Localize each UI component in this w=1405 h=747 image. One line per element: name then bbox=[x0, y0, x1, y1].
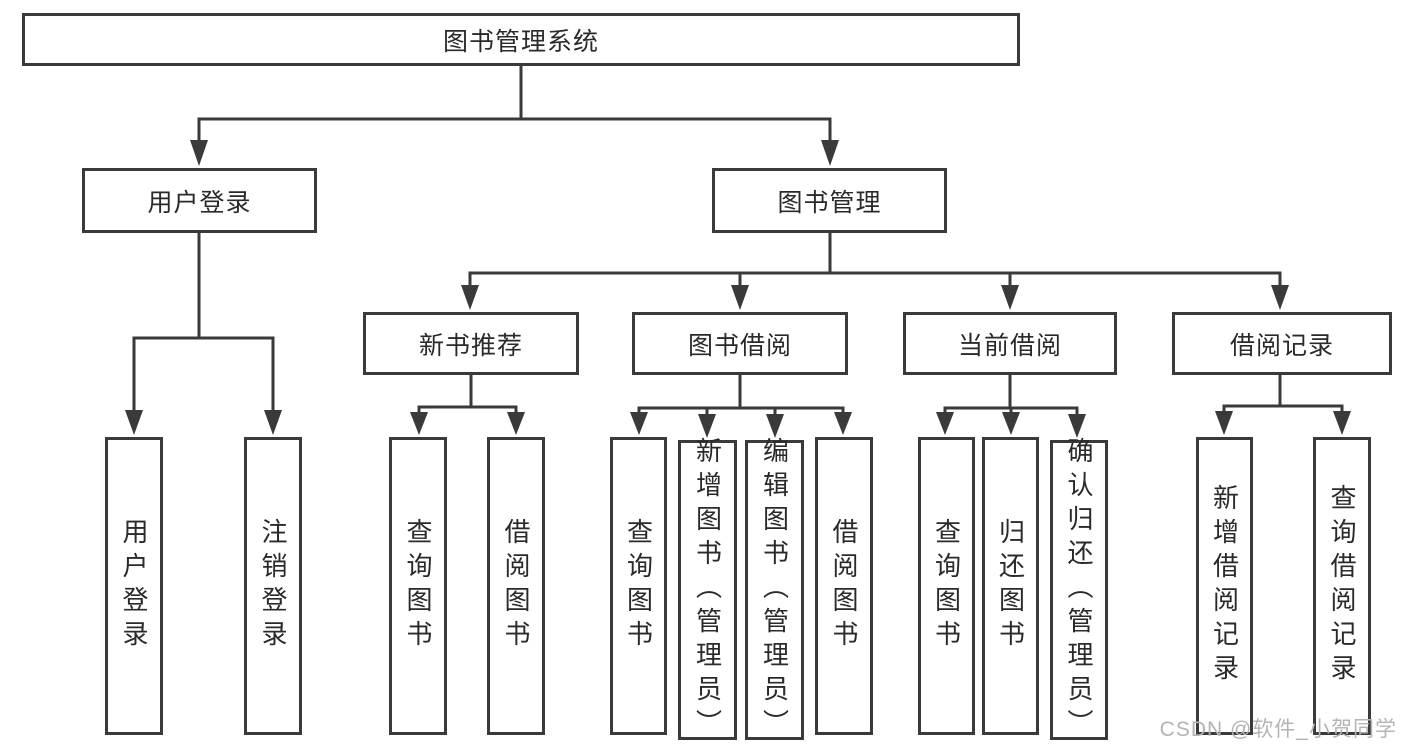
leaf-logout: 注销登录 bbox=[244, 437, 302, 735]
leaf-user-login-label: 用户登录 bbox=[119, 518, 149, 654]
node-library-system: 图书管理系统 bbox=[22, 13, 1020, 66]
node-new-book-recommend-label: 新书推荐 bbox=[418, 331, 523, 360]
node-new-book-recommend: 新书推荐 bbox=[363, 312, 579, 375]
leaf-borrowing-edit-books-admin: 编辑图书（管理员） bbox=[745, 437, 804, 743]
leaf-newbook-query-books: 查询图书 bbox=[389, 437, 447, 735]
leaf-user-login: 用户登录 bbox=[105, 437, 163, 735]
leaf-borrowing-borrow-books: 借阅图书 bbox=[815, 437, 873, 735]
leaf-borrowing-borrow-books-label: 借阅图书 bbox=[829, 518, 859, 654]
leaf-records-add-record-label: 新增借阅记录 bbox=[1209, 484, 1240, 688]
node-user-login-label: 用户登录 bbox=[147, 188, 252, 217]
leaf-records-query-record: 查询借阅记录 bbox=[1313, 437, 1371, 735]
node-library-system-label: 图书管理系统 bbox=[442, 27, 599, 56]
leaf-borrowing-query-books: 查询图书 bbox=[610, 437, 667, 735]
node-borrowing-records-label: 借阅记录 bbox=[1229, 331, 1334, 360]
leaf-logout-label: 注销登录 bbox=[258, 518, 288, 654]
leaf-newbook-borrow-books: 借阅图书 bbox=[487, 437, 545, 735]
node-current-borrowing: 当前借阅 bbox=[903, 312, 1117, 375]
node-book-borrowing: 图书借阅 bbox=[632, 312, 848, 375]
leaf-current-return-books: 归还图书 bbox=[982, 437, 1039, 735]
leaf-borrowing-query-books-label: 查询图书 bbox=[623, 518, 654, 654]
leaf-current-confirm-return-admin: 确认归还（管理员） bbox=[1050, 437, 1108, 743]
leaf-newbook-query-books-label: 查询图书 bbox=[403, 518, 433, 654]
node-user-login: 用户登录 bbox=[82, 168, 317, 233]
leaf-current-query-books: 查询图书 bbox=[918, 437, 975, 735]
leaf-current-confirm-return-admin-label: 确认归还（管理员） bbox=[1064, 437, 1094, 743]
node-current-borrowing-label: 当前借阅 bbox=[957, 331, 1062, 360]
leaf-borrowing-edit-books-admin-label: 编辑图书（管理员） bbox=[759, 437, 790, 743]
leaf-borrowing-add-books-admin: 新增图书（管理员） bbox=[678, 437, 737, 743]
leaf-current-query-books-label: 查询图书 bbox=[931, 518, 962, 654]
node-book-borrowing-label: 图书借阅 bbox=[687, 331, 792, 360]
leaf-newbook-borrow-books-label: 借阅图书 bbox=[501, 518, 531, 654]
leaf-records-add-record: 新增借阅记录 bbox=[1196, 437, 1253, 735]
csdn-watermark: CSDN @软件_小贺同学 bbox=[1159, 718, 1397, 741]
leaf-borrowing-add-books-admin-label: 新增图书（管理员） bbox=[692, 437, 723, 743]
leaf-records-query-record-label: 查询借阅记录 bbox=[1327, 484, 1357, 688]
node-borrowing-records: 借阅记录 bbox=[1172, 312, 1392, 375]
node-book-management: 图书管理 bbox=[712, 168, 947, 233]
leaf-current-return-books-label: 归还图书 bbox=[995, 518, 1026, 654]
node-book-management-label: 图书管理 bbox=[777, 188, 882, 217]
